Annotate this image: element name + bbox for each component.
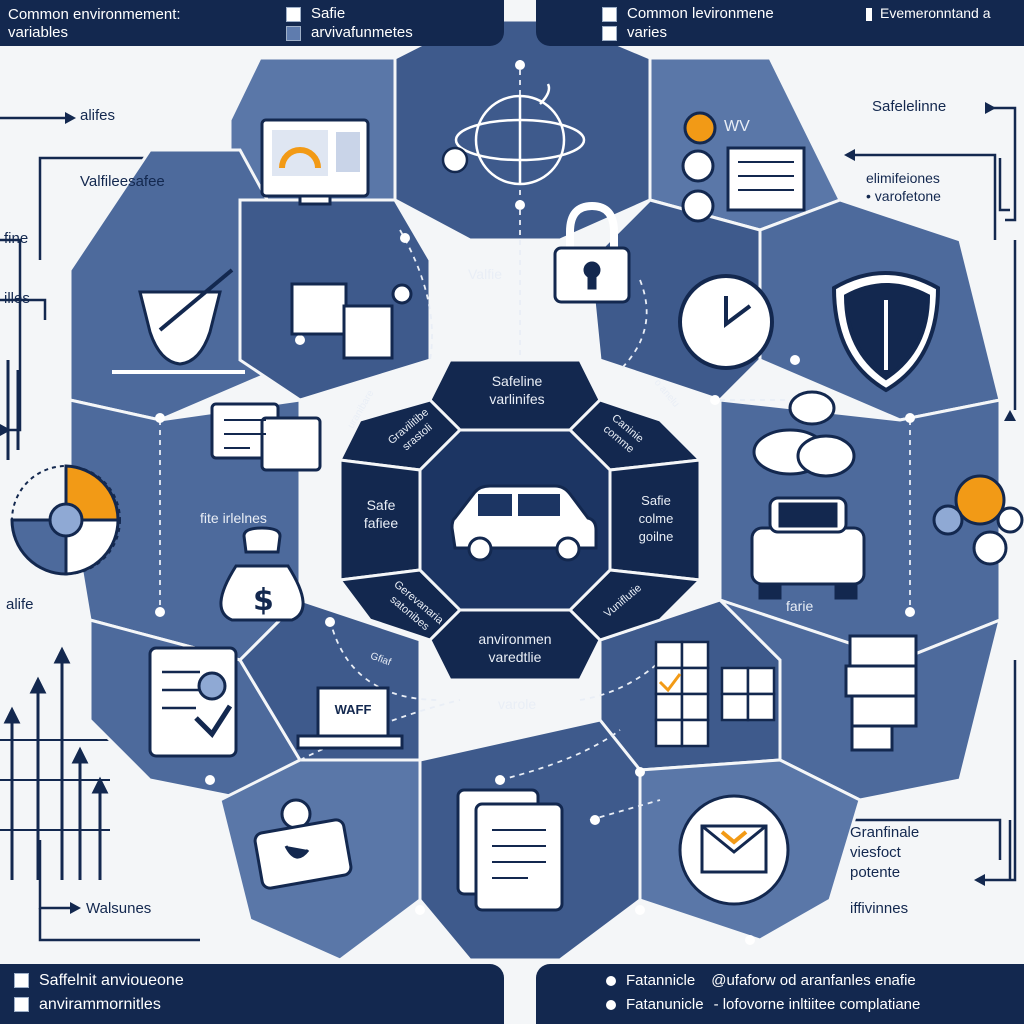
svg-text:$: $	[253, 583, 274, 618]
hex-label-farie: farie	[786, 598, 814, 614]
bottom-left-label-2: anvirammornitles	[39, 996, 161, 1013]
orange-diagram-icon	[10, 464, 121, 576]
mail-network-icon	[678, 794, 790, 906]
checklist-icon	[681, 111, 806, 223]
legend-item-common: Common levironmene	[602, 5, 774, 22]
hex-label-valfie: Valfie	[468, 266, 502, 282]
legend-label-safie: Safie	[311, 5, 346, 22]
legend-item-arvivafunmetes: arvivafunmetes	[286, 24, 413, 41]
padlock-icon	[553, 201, 631, 304]
shield-icon	[831, 271, 941, 393]
label-safelelinne: Safelelinne	[872, 98, 947, 115]
legend-label-common: Common levironmene	[627, 5, 774, 22]
clock-icon	[678, 274, 774, 370]
bottom-right-bullet-1	[606, 976, 616, 987]
label-elimifeiones: elimifeiones	[866, 170, 940, 186]
top-right-legend-panel: Common levironmene varies Evemeronntand …	[536, 0, 1024, 46]
label-valfileesafee: Valfileesafee	[80, 173, 165, 190]
filing-cabinet-icon	[844, 634, 918, 752]
globe-network-icon	[441, 83, 586, 186]
network-people-icon	[932, 474, 1024, 566]
bottom-right-legend-panel: Fatannicle@ufaforw od aranfanles enafie …	[536, 964, 1024, 1024]
legend-checkbox-blue	[286, 25, 301, 41]
bottom-right-desc-1: @ufaforw od aranfanles enafie	[711, 972, 916, 989]
label-fine: fine	[4, 230, 29, 247]
money-bag-icon: $	[219, 526, 305, 622]
top-left-legend-title: Common environmement:	[8, 6, 181, 23]
left-bar-arrows	[0, 360, 110, 880]
car-icon	[450, 484, 598, 562]
bottom-right-item-2: Fatanunicle - lofovorne inltiitee complat…	[606, 996, 920, 1013]
cloud-icon	[752, 390, 856, 478]
top-left-legend-panel: Common environmement: variables Safie ar…	[0, 0, 504, 46]
label-illes: illes	[4, 290, 30, 307]
laptop-icon	[296, 686, 404, 750]
car-small-icon	[750, 496, 866, 600]
center-label-top: Safeline varlinifes	[489, 373, 545, 407]
bottom-left-checkbox-1	[14, 973, 29, 989]
label-potente: potente	[850, 864, 901, 881]
label-viesfoct: viesfoct	[850, 844, 901, 861]
top-left-legend-subtitle: variables	[8, 24, 69, 41]
bottom-left-legend-panel: Saffelnit anvioueone anvirammornitles	[0, 964, 504, 1024]
bottom-right-label-1: Fatannicle	[626, 972, 696, 989]
bottom-left-item-1: Saffelnit anvioueone	[14, 972, 184, 990]
grid-checks-icon	[654, 640, 776, 748]
legend-label-varies: varies	[627, 24, 668, 41]
legend-item-evemeron: Evemeronntand a	[866, 5, 1022, 21]
clipboard-icon	[148, 646, 238, 758]
trophy-icon	[112, 268, 245, 374]
legend-checkbox-common	[602, 6, 617, 22]
bottom-right-desc-2: - lofovorne inltiitee complatiane	[713, 996, 921, 1013]
bottom-left-item-2: anvirammornitles	[14, 996, 161, 1014]
hex-label-wv: WV	[724, 118, 750, 135]
hex-label-varole: varole	[498, 696, 537, 712]
label-alifes: alifes	[80, 107, 116, 124]
center-label-left: Safe fafiee	[363, 497, 399, 531]
legend-label-evemeron: Evemeronntand a	[880, 5, 991, 21]
file-stack-icon	[456, 788, 564, 912]
legend-checkbox-varies	[602, 25, 617, 41]
center-label-bottom: anvironmen varedtlie	[478, 631, 552, 665]
hex-label-fite-irlelnes: fite irlelnes	[200, 510, 267, 526]
label-alife: alife	[6, 596, 34, 613]
legend-item-safie: Safie	[286, 5, 345, 22]
documents-icon	[290, 282, 413, 360]
label-varofetone: • varofetone	[866, 188, 941, 204]
label-granfinale: Granfinale	[850, 824, 920, 841]
bottom-right-label-2: Fatanunicle	[626, 996, 704, 1013]
hand-card-icon	[253, 798, 353, 890]
hex-label-waff: WAFF	[334, 702, 372, 717]
outer-connectors	[0, 106, 1017, 942]
bottom-right-bullet-2	[606, 1000, 616, 1011]
chat-documents-icon	[210, 402, 322, 472]
bottom-left-label-1: Saffelnit anvioueone	[39, 972, 184, 989]
label-walsunes: Walsunes	[86, 900, 152, 917]
legend-label-arvivafunmetes: arvivafunmetes	[311, 24, 413, 41]
bottom-left-checkbox-2	[14, 997, 29, 1013]
legend-item-varies: varies	[602, 24, 667, 41]
center-octagon	[337, 358, 704, 682]
legend-bar-marker	[866, 7, 872, 21]
monitor-icon	[260, 118, 370, 206]
center-label-right: Safie colme goilne	[638, 493, 674, 544]
legend-checkbox-white	[286, 6, 301, 22]
bottom-right-item-1: Fatannicle @ufaforw od aranfanles enafie	[606, 972, 916, 989]
label-iffivinnes: iffivinnes	[850, 900, 909, 917]
